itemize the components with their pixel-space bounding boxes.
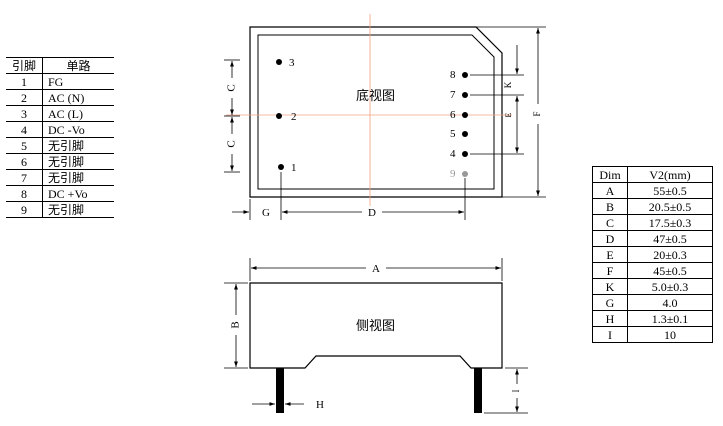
pin-label: 5 xyxy=(450,128,456,140)
dim-label-f: F xyxy=(532,111,542,116)
pin-label: 8 xyxy=(450,69,456,81)
dim-value: 10 xyxy=(627,326,713,343)
dim-value: 20±0.3 xyxy=(627,246,713,263)
pin-label: 6 xyxy=(450,109,456,121)
side-view-pin-right xyxy=(474,368,482,413)
pin-label: 2 xyxy=(291,111,297,123)
pin-label: 1 xyxy=(291,162,297,174)
pin-function: AC (N) xyxy=(42,89,114,106)
pin-label: 4 xyxy=(450,148,456,160)
dim-label-c-lower: C xyxy=(226,140,238,147)
pin-label-absent: 9 xyxy=(450,168,456,180)
side-view-title: 侧视图 xyxy=(356,318,395,333)
dim-label-g: G xyxy=(262,207,270,219)
pin-dot xyxy=(462,92,468,98)
bottom-view-outline xyxy=(249,26,503,198)
bottom-view-inner-outline xyxy=(257,34,495,190)
dim-value: 17.5±0.3 xyxy=(627,214,713,231)
dim-label-e: E xyxy=(504,112,513,117)
side-view-pin-left xyxy=(276,368,284,413)
dim-label-h: H xyxy=(316,399,324,411)
pin-label: 7 xyxy=(450,89,456,101)
pin-dot xyxy=(462,72,468,78)
pin-function: 无引脚 xyxy=(42,201,114,218)
pin-function: AC (L) xyxy=(42,105,114,122)
dim-label-k: K xyxy=(503,81,513,88)
pin-label: 3 xyxy=(289,57,295,69)
side-view: 侧视图 A B H I xyxy=(224,258,528,414)
pin-dot xyxy=(462,112,468,118)
bottom-view-title: 底视图 xyxy=(356,88,395,103)
bottom-view: 底视图 3 2 1 8 7 6 5 4 9 C C G xyxy=(224,14,546,220)
pin-dot xyxy=(462,151,468,157)
pin-header-pin: 引脚 xyxy=(6,57,43,74)
side-view-outline xyxy=(249,282,503,369)
dim-label-a: A xyxy=(372,263,380,275)
pin-dot xyxy=(276,59,282,65)
dim-label-i: I xyxy=(511,390,521,393)
pin-dot xyxy=(462,131,468,137)
pin-dot xyxy=(276,113,282,119)
pin-dot-absent xyxy=(462,171,468,177)
pin-number: 9 xyxy=(6,201,43,218)
pin-dot xyxy=(278,164,284,170)
dim-label-c-upper: C xyxy=(226,84,238,91)
dim-label-b: B xyxy=(230,321,242,328)
dim-label-d: D xyxy=(368,207,376,219)
